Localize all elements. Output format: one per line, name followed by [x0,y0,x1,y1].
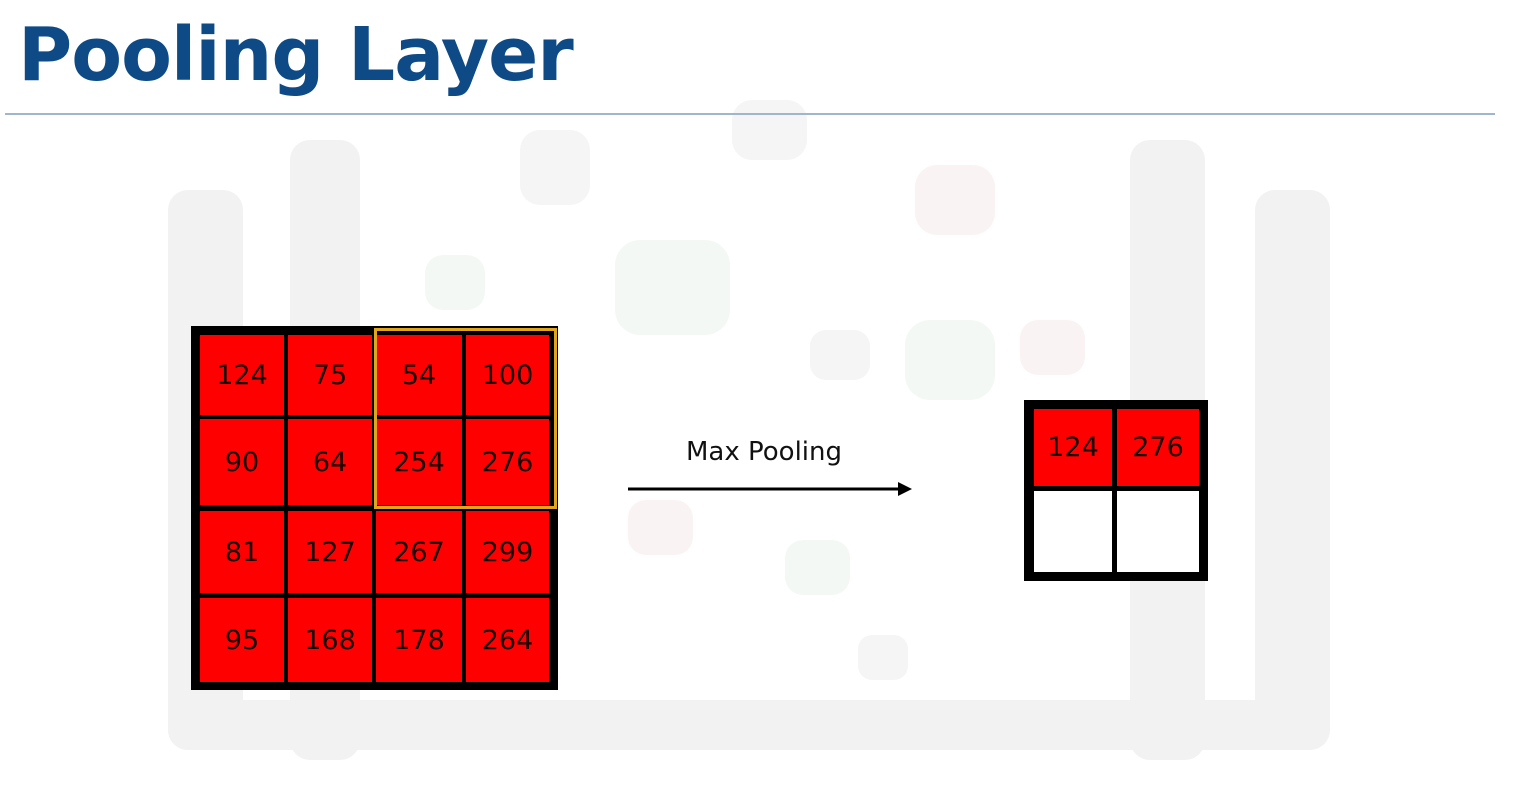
output-cell-0-1: 276 [1117,409,1199,486]
input-cell-0-0: 124 [200,335,284,415]
input-cell-0-1: 75 [288,335,372,415]
title-divider [5,113,1495,115]
right-arrow-icon [628,482,912,496]
input-cell-1-1: 64 [288,419,372,505]
output-cell-1-0 [1034,491,1112,572]
pooling-window-highlight [374,328,557,509]
input-cell-1-3: 276 [466,419,549,505]
input-cell-1-2: 254 [376,419,462,505]
input-cell-2-2: 267 [376,511,462,593]
output-matrix: 124 276 [1024,400,1208,581]
input-cell-3-0: 95 [200,598,284,682]
input-cell-0-3: 100 [466,335,549,415]
max-pooling-label: Max Pooling [686,437,843,467]
input-cell-1-0: 90 [200,419,284,505]
input-cell-2-0: 81 [200,511,284,593]
output-cell-0-0: 124 [1034,409,1112,486]
input-cell-3-1: 168 [288,598,372,682]
input-cell-3-2: 178 [376,598,462,682]
input-cell-3-3: 264 [466,598,549,682]
input-cell-2-1: 127 [288,511,372,593]
input-matrix: 124 75 54 100 90 64 254 276 81 127 267 2… [191,326,558,690]
input-cell-0-2: 54 [376,335,462,415]
output-cell-1-1 [1117,491,1199,572]
input-cell-2-3: 299 [466,511,549,593]
slide-title: Pooling Layer [18,12,574,98]
